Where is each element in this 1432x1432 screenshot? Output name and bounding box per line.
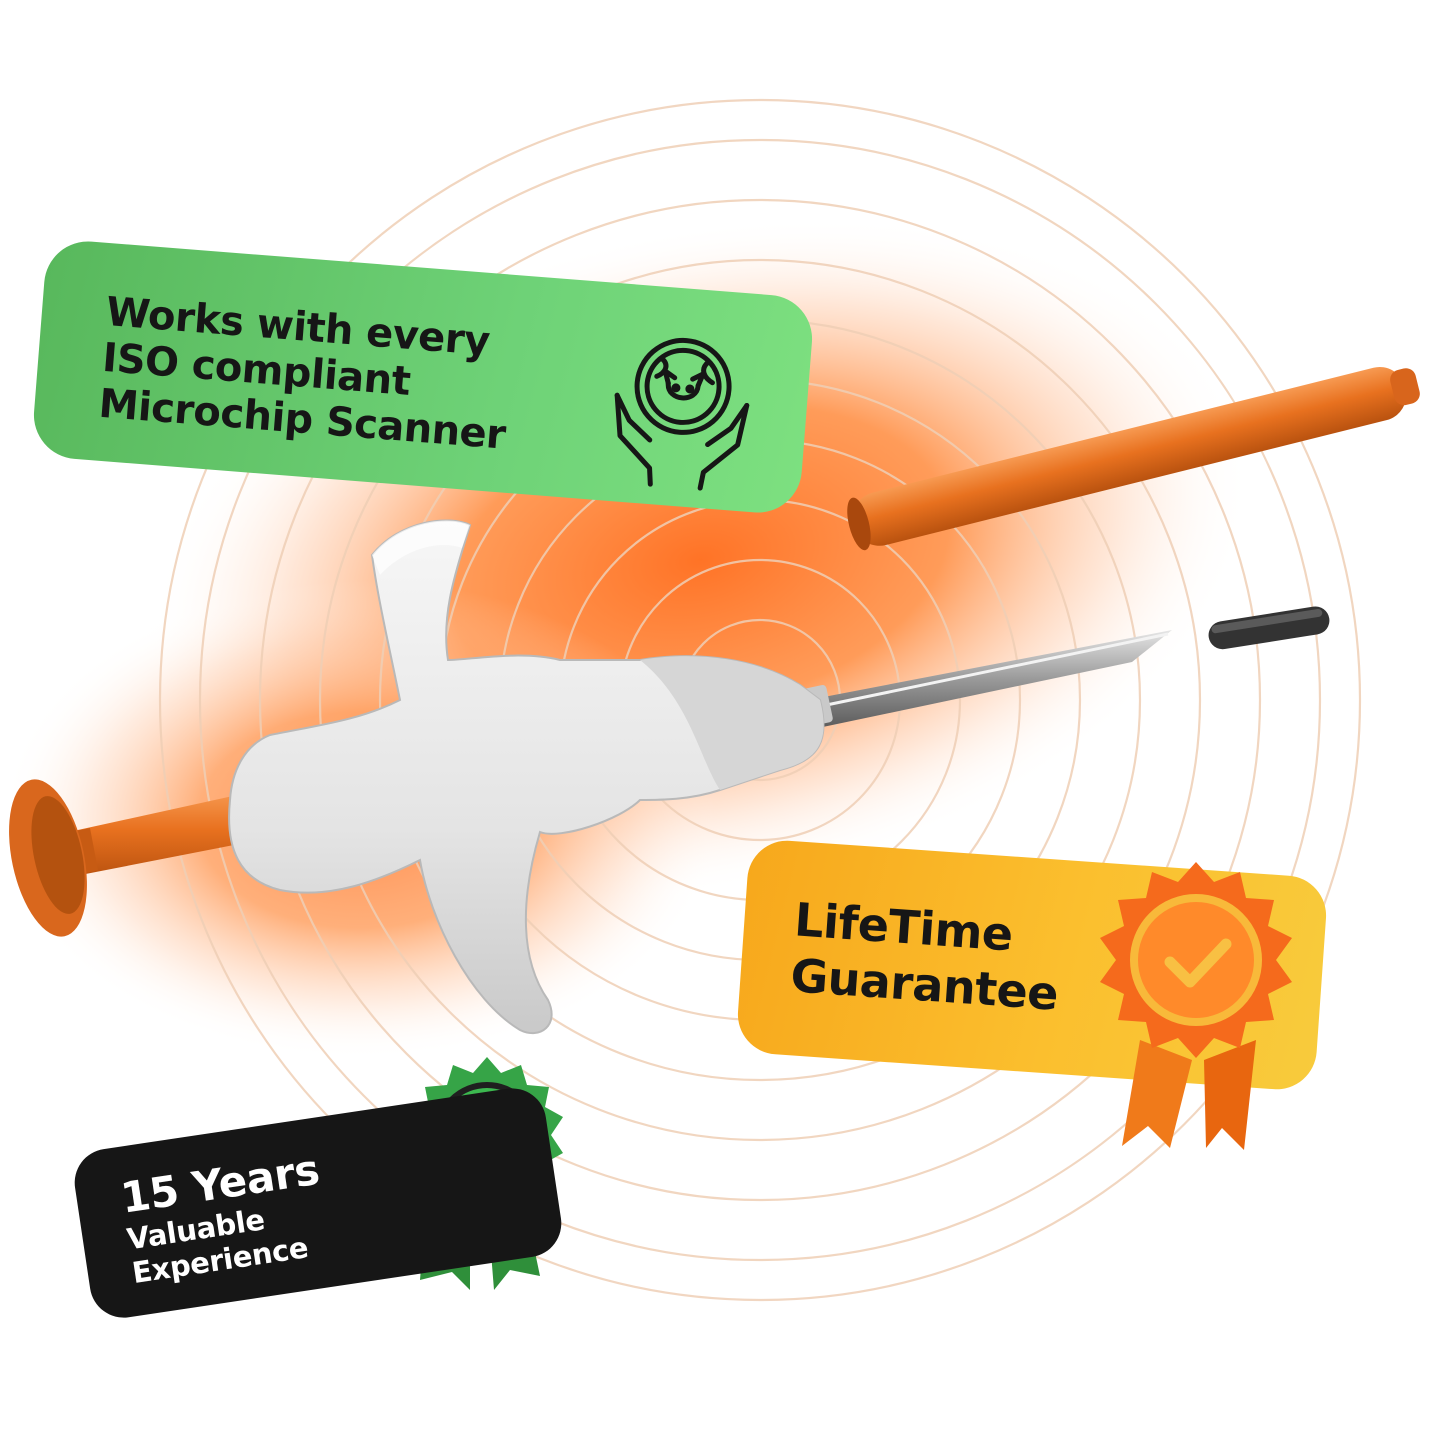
iso-compatibility-badge: Works with every ISO compliant Microchip… (30, 238, 816, 516)
plunger (9, 779, 270, 937)
iso-badge-text: Works with every ISO compliant Microchip… (97, 289, 514, 459)
experience-badge-text: 15 Years Valuable Experience (118, 1145, 333, 1290)
guarantee-badge-text: LifeTime Guarantee (789, 891, 1064, 1021)
lifetime-guarantee-badge: LifeTime Guarantee (735, 838, 1329, 1092)
needle-cap (847, 367, 1420, 551)
globe-cat-in-hands-icon (614, 337, 750, 491)
syringe-applicator (228, 519, 825, 1035)
microchip (1208, 606, 1330, 650)
